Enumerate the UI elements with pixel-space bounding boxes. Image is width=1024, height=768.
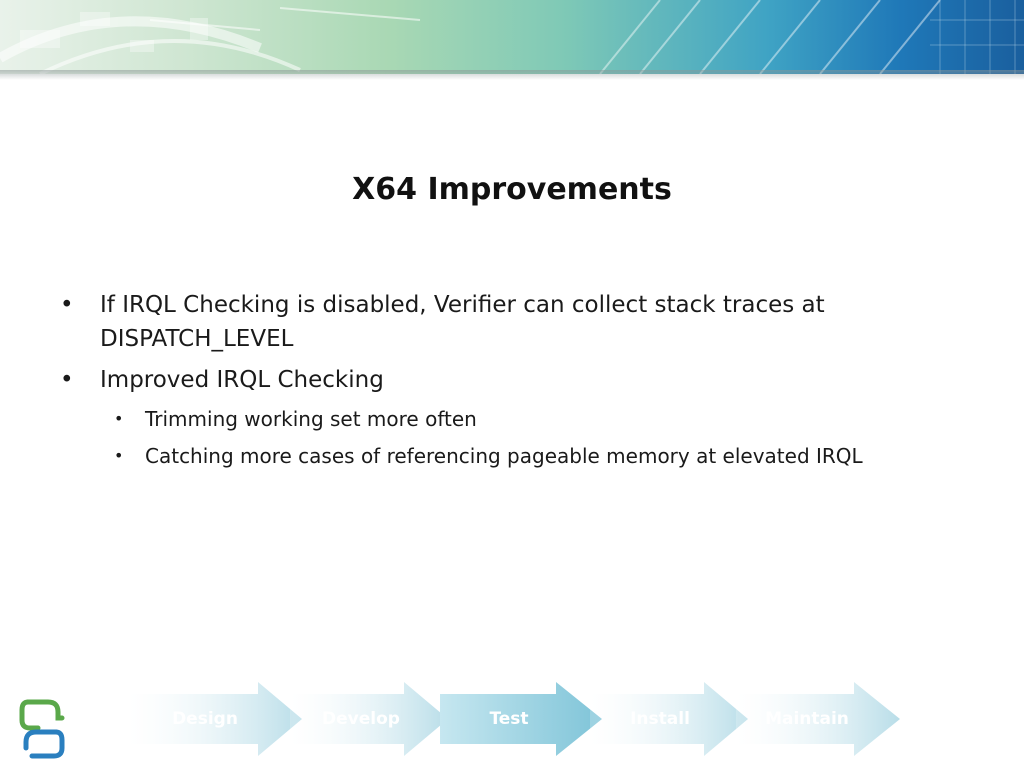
step-label-design: Design bbox=[172, 709, 238, 729]
step-arrow-develop bbox=[290, 682, 448, 756]
logo bbox=[18, 698, 66, 764]
banner-decoration bbox=[0, 0, 1024, 74]
header-banner bbox=[0, 0, 1024, 74]
step-label-maintain: Maintain bbox=[765, 709, 849, 729]
sub-bullet-text: Trimming working set more often bbox=[145, 407, 477, 431]
step-arrow-install bbox=[590, 682, 748, 756]
step-arrow-maintain bbox=[736, 682, 900, 756]
bullet-marker: • bbox=[60, 367, 74, 393]
sub-bullet-text: Catching more cases of referencing pagea… bbox=[145, 444, 863, 468]
banner-shadow bbox=[0, 70, 1024, 80]
step-label-develop: Develop bbox=[322, 709, 400, 729]
bullet-marker: • bbox=[60, 292, 74, 318]
sub-bullet-item: • Trimming working set more often bbox=[56, 404, 956, 434]
process-bar: Design Develop Test Install Maintain bbox=[0, 672, 1024, 768]
bullet-list: • If IRQL Checking is disabled, Verifier… bbox=[56, 288, 956, 478]
process-arrows bbox=[128, 682, 900, 756]
step-arrow-design bbox=[128, 682, 302, 756]
step-label-test: Test bbox=[489, 709, 529, 729]
bullet-item: • Improved IRQL Checking bbox=[56, 363, 956, 397]
step-arrow-test bbox=[440, 682, 602, 756]
bullet-item: • If IRQL Checking is disabled, Verifier… bbox=[56, 288, 956, 356]
bullet-text: If IRQL Checking is disabled, Verifier c… bbox=[100, 292, 825, 352]
step-label-install: Install bbox=[630, 709, 690, 729]
sub-bullet-marker: • bbox=[114, 446, 124, 465]
bullet-text: Improved IRQL Checking bbox=[100, 367, 384, 393]
sub-bullet-marker: • bbox=[114, 409, 124, 428]
slide-title: X64 Improvements bbox=[352, 172, 672, 207]
sub-bullet-item: • Catching more cases of referencing pag… bbox=[56, 441, 956, 471]
